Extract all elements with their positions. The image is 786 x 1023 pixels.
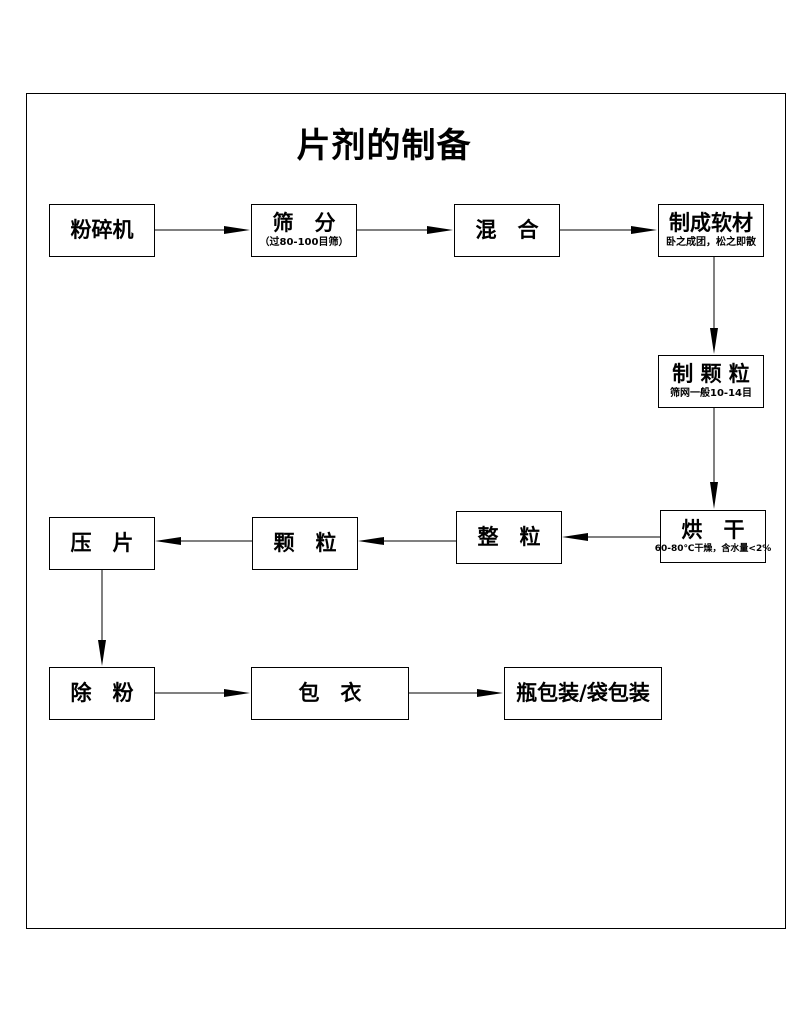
step-sieve-label: 筛 分 — [272, 210, 336, 235]
step-size: 整 粒 — [456, 511, 562, 564]
step-pulverizer: 粉碎机 — [49, 204, 155, 257]
step-coat: 包 衣 — [251, 667, 409, 720]
step-granulate: 制 颗 粒 筛网一般10-14目 — [658, 355, 764, 408]
diagram-title: 片剂的制备 — [296, 126, 472, 166]
step-mix: 混 合 — [454, 204, 560, 257]
step-package-label: 瓶包装/袋包装 — [516, 680, 650, 705]
step-dry-label: 烘 干 — [681, 517, 745, 542]
step-press: 压 片 — [49, 517, 155, 570]
step-dedust-label: 除 粉 — [70, 680, 134, 705]
step-soft-material-label: 制成软材 — [669, 210, 753, 235]
step-granules: 颗 粒 — [252, 517, 358, 570]
step-mix-label: 混 合 — [475, 217, 539, 242]
step-granulate-note: 筛网一般10-14目 — [670, 388, 752, 400]
step-coat-label: 包 衣 — [298, 680, 362, 705]
step-granulate-label: 制 颗 粒 — [672, 361, 750, 386]
step-press-label: 压 片 — [70, 530, 134, 555]
step-dry: 烘 干 60-80℃干燥，含水量<2% — [655, 510, 771, 563]
step-granules-label: 颗 粒 — [273, 530, 337, 555]
step-sieve-note: （过80-100目筛） — [259, 237, 349, 249]
step-package: 瓶包装/袋包装 — [504, 667, 662, 720]
step-dedust: 除 粉 — [49, 667, 155, 720]
step-size-label: 整 粒 — [477, 524, 541, 549]
step-dry-note: 60-80℃干燥，含水量<2% — [654, 543, 772, 554]
flow-arrows — [98, 226, 718, 697]
step-pulverizer-label: 粉碎机 — [70, 217, 134, 242]
step-soft-material-note: 卧之成团，松之即散 — [666, 237, 756, 249]
step-sieve: 筛 分 （过80-100目筛） — [251, 204, 357, 257]
step-soft-material: 制成软材 卧之成团，松之即散 — [658, 204, 764, 257]
